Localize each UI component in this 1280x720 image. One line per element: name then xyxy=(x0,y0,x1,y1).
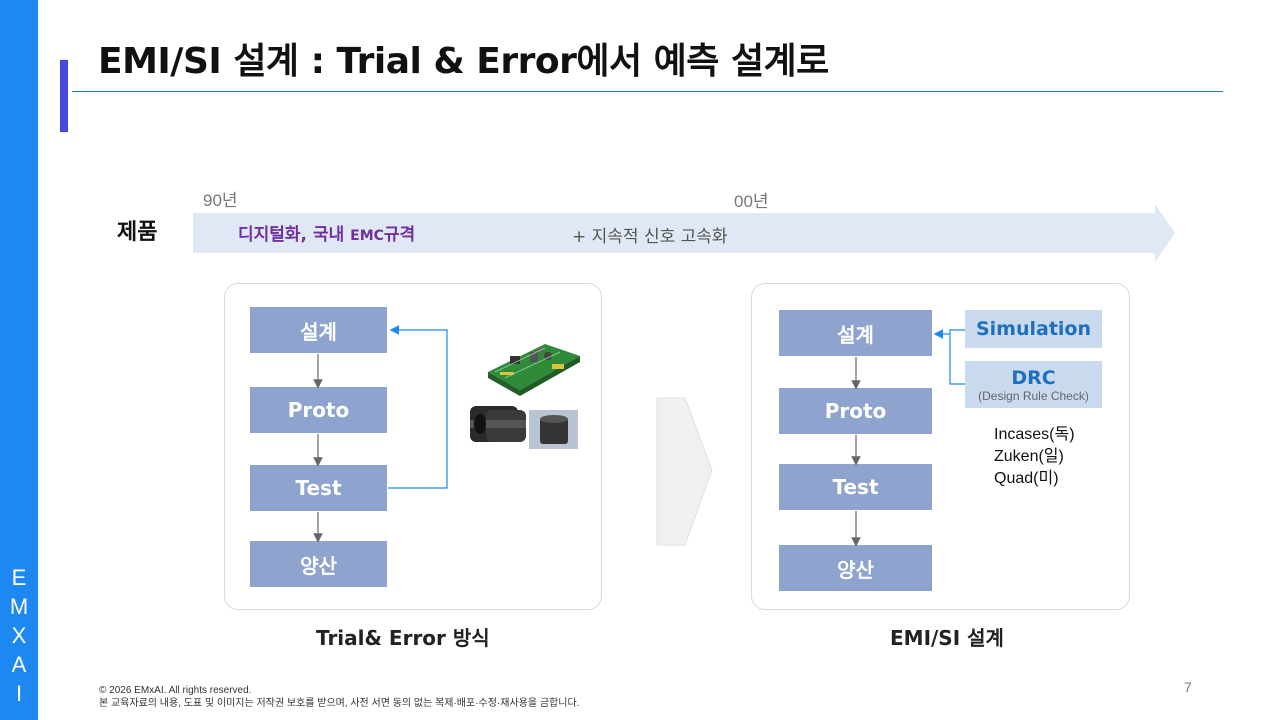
simulation-box: Simulation xyxy=(965,310,1102,348)
transition-arrow xyxy=(656,397,713,546)
phase-1-emc: EMC xyxy=(350,228,384,244)
right-step-test: Test xyxy=(779,464,932,510)
drc-label: DRC xyxy=(1011,366,1056,389)
footer: © 2026 EMxAI. All rights reserved. 본 교육자… xyxy=(99,684,579,710)
brand-letter: I xyxy=(15,681,23,706)
phase-1-text: 디지털화, 국내 xyxy=(238,225,351,245)
left-step-proto: Proto xyxy=(250,387,387,433)
title-accent-bar xyxy=(60,60,68,132)
phase-1-suffix: 규격 xyxy=(383,225,416,245)
ferrite-bead-image xyxy=(529,410,578,449)
left-step-design: 설계 xyxy=(250,307,387,353)
timeline-phase-1: 디지털화, 국내 EMC규격 xyxy=(238,220,415,245)
copyright-notice: 본 교육자료의 내용, 도표 및 이미지는 저작권 보호를 받으며, 사전 서면… xyxy=(99,698,580,709)
slide-title: EMI/SI 설계 : Trial & Error에서 예측 설계로 xyxy=(98,41,829,82)
sidebar-brand-letters: E M X A I xyxy=(0,563,38,708)
sidebar xyxy=(0,0,38,720)
drc-box: DRC (Design Rule Check) xyxy=(965,361,1102,408)
tool-vendor: Zuken(일) xyxy=(994,448,1064,465)
page-number: 7 xyxy=(1184,679,1192,695)
left-step-test: Test xyxy=(250,465,387,511)
timeline-phase-2: + 지속적 신호 고속화 xyxy=(572,227,728,247)
left-step-production: 양산 xyxy=(250,541,387,587)
simulation-label: Simulation xyxy=(975,318,1092,340)
left-feedback-loop xyxy=(388,325,448,489)
timeline-arrow xyxy=(193,204,1175,262)
ferrite-core-image xyxy=(470,406,526,442)
decade-90-label: 90년 xyxy=(203,191,238,210)
sim-drc-bracket xyxy=(949,329,965,385)
right-step-design: 설계 xyxy=(779,310,932,356)
drc-subtitle: (Design Rule Check) xyxy=(978,388,1089,403)
product-label: 제품 xyxy=(117,220,158,245)
right-step-proto: Proto xyxy=(779,388,932,434)
brand-letter: X xyxy=(11,623,27,648)
copyright-text: © 2026 EMxAI. All rights reserved. xyxy=(99,685,252,696)
decade-00-label: 00년 xyxy=(734,192,769,211)
title-divider xyxy=(72,91,1223,92)
brand-letter: E xyxy=(11,565,27,590)
right-panel-caption: EMI/SI 설계 xyxy=(890,626,1004,650)
tool-vendor-list: Incases(독) Zuken(일) Quad(미) xyxy=(994,424,1075,490)
brand-letter: M xyxy=(9,594,29,619)
tool-vendor: Quad(미) xyxy=(994,470,1059,487)
tool-vendor: Incases(독) xyxy=(994,426,1075,443)
pcb-board-image xyxy=(488,344,580,396)
right-step-production: 양산 xyxy=(779,545,932,591)
left-panel-caption: Trial& Error 방식 xyxy=(316,626,490,650)
brand-letter: A xyxy=(11,652,27,677)
